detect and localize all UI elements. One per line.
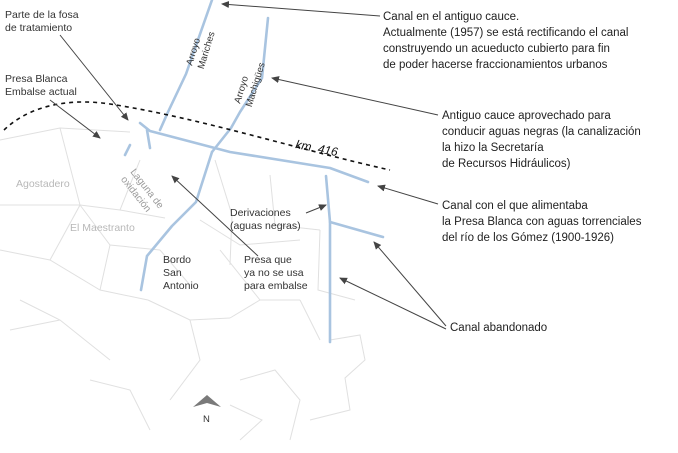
annotation-antiguo-cauce-line: la hizo la Secretaría — [442, 142, 544, 154]
annotation-canal-antiguo-line: construyendo un acueducto cubierto para … — [383, 43, 610, 55]
annotation-antiguo-cauce-line: de Recursos Hidráulicos) — [442, 158, 571, 170]
annotation-canal-antiguo-line: de poder hacerse fraccionamientos urbano… — [383, 59, 608, 71]
arroyo-machigues-canal — [210, 16, 270, 154]
north-arrow: N — [193, 395, 221, 425]
label-presa-blanca-line: Presa Blanca — [5, 73, 68, 85]
annotation-canal-antiguo-title: Canal en el antiguo cauce. — [383, 11, 519, 23]
annotation-canal-presa-line: la Presa Blanca con aguas torrenciales — [442, 216, 642, 228]
annotation-canal-antiguo-line: Actualmente (1957) se está rectificando … — [383, 27, 628, 39]
annotation-canal-presa: Canal con el que alimentaba la Presa Bla… — [442, 200, 642, 244]
leader-arrows — [49, 1, 447, 330]
annotation-canal-antiguo: Canal en el antiguo cauce. Actualmente (… — [383, 11, 628, 71]
canal-antiguo-cauce — [158, 0, 214, 132]
label-km-416: km. 416 — [294, 137, 339, 159]
label-el-maestranto: El Maestranto — [70, 222, 135, 234]
label-bordo-line: Bordo — [163, 254, 191, 266]
label-presa-que-line: ya no se usa — [244, 267, 304, 279]
annotation-antiguo-cauce-line: Antiguo cauce aprovechado para — [442, 110, 611, 122]
arrow-presa-blanca — [49, 99, 101, 139]
canal-presa-blanca-corto — [145, 128, 152, 150]
canal-frente-presa — [123, 143, 132, 157]
label-derivaciones-line: Derivaciones — [230, 207, 291, 219]
canal-network — [123, 0, 385, 344]
label-bordo-line: San — [163, 267, 182, 279]
street-network — [0, 127, 366, 441]
canal-abandonado-vertical — [324, 174, 332, 344]
label-presa-que-line: para embalse — [244, 280, 308, 292]
label-fosa-line: de tratamiento — [5, 22, 72, 34]
label-presa-blanca-line: Embalse actual — [5, 86, 77, 98]
annotation-canal-abandonado: Canal abandonado — [450, 322, 547, 334]
label-agostadero: Agostadero — [16, 178, 70, 190]
arrow-canal-abandonado-1 — [373, 241, 447, 327]
presa-blanca-dashed-line — [3, 101, 391, 171]
canal-bordo — [139, 150, 214, 292]
arrow-presa-que — [171, 175, 259, 257]
arrow-canal-presa — [377, 184, 439, 205]
north-arrow-icon — [193, 395, 221, 407]
annotation-antiguo-cauce-line: conducir aguas negras (la canalización — [442, 126, 641, 138]
arrow-derivaciones — [305, 204, 327, 214]
arrow-antiguo-cauce — [271, 76, 439, 116]
arrow-canal-antiguo — [221, 1, 381, 17]
label-fosa-line: Parte de la fosa — [5, 9, 79, 21]
arrow-fosa — [59, 34, 129, 121]
label-arroyo-machigues: Arroyo Machigües — [232, 61, 268, 108]
arrow-canal-abandonado-2 — [339, 277, 447, 330]
annotation-antiguo-cauce: Antiguo cauce aprovechado para conducir … — [442, 110, 641, 170]
label-derivaciones-line: (aguas negras) — [230, 220, 301, 232]
north-label: N — [203, 414, 210, 425]
canal-abandonado-derivacion — [328, 220, 385, 239]
canal-principal — [138, 121, 370, 184]
label-bordo-line: Antonio — [163, 280, 199, 292]
annotation-canal-presa-line: del río de los Gómez (1900-1926) — [442, 232, 614, 244]
label-presa-que-line: Presa que — [244, 254, 292, 266]
annotation-canal-presa-line: Canal con el que alimentaba — [442, 200, 588, 212]
